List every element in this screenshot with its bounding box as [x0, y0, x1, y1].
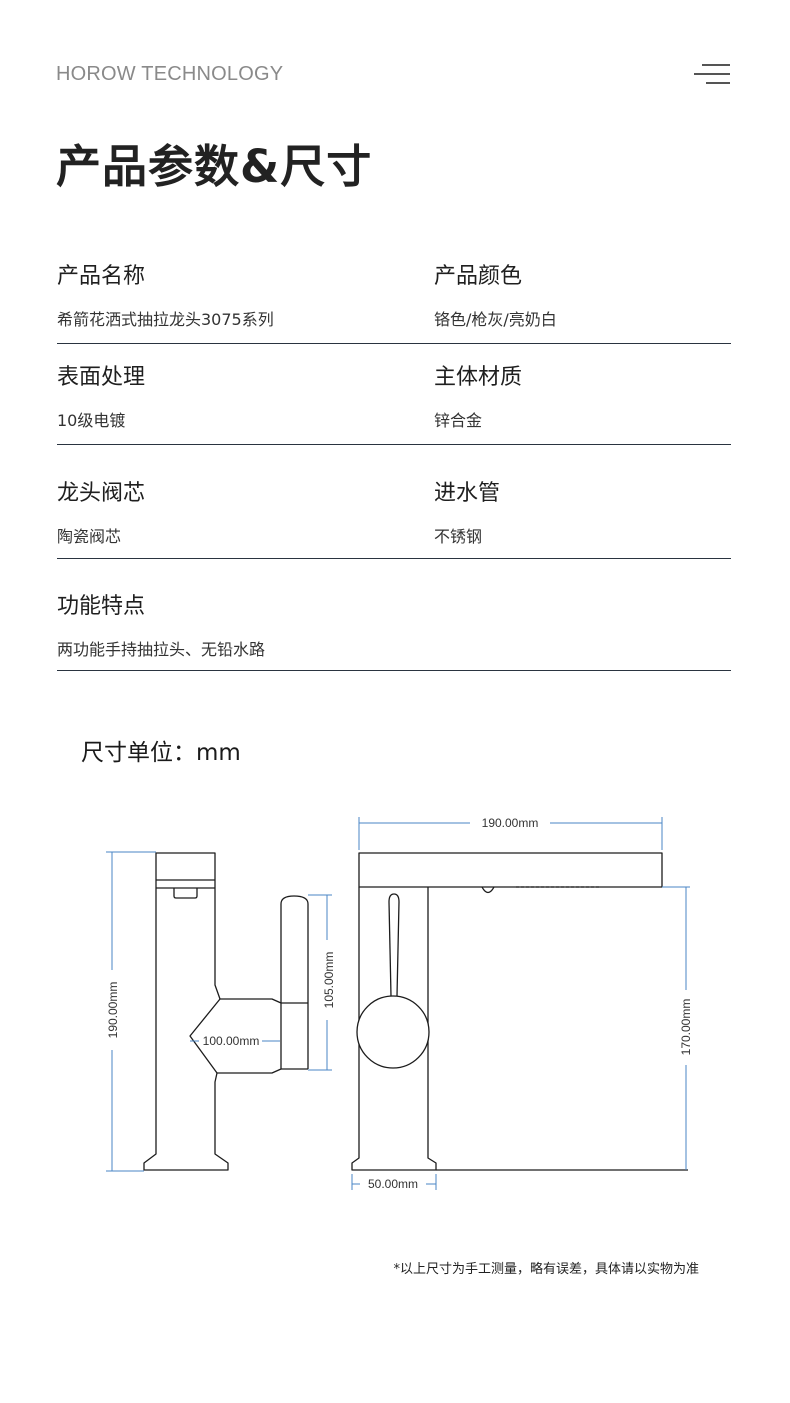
divider	[57, 670, 731, 671]
divider	[57, 343, 731, 344]
spec-value: 陶瓷阀芯	[57, 527, 122, 546]
spec-surface-treatment: 表面处理 10级电镀	[57, 359, 145, 431]
spec-label: 龙头阀芯	[57, 481, 146, 506]
spec-features: 功能特点 两功能手持抽拉头、无铅水路	[57, 588, 265, 660]
spec-value: 两功能手持抽拉头、无铅水路	[57, 640, 266, 659]
spec-product-color: 产品颜色 铬色/枪灰/亮奶白	[434, 258, 557, 330]
spec-body-material: 主体材质 锌合金	[434, 359, 522, 431]
dim-front-height: 170.00mm	[679, 999, 693, 1056]
dim-front-width: 190.00mm	[482, 816, 539, 830]
page-title: 产品参数&尺寸	[56, 140, 373, 193]
spec-label: 表面处理	[57, 365, 146, 390]
spec-value: 希箭花洒式抽拉龙头3075系列	[57, 310, 274, 329]
spec-product-name: 产品名称 希箭花洒式抽拉龙头3075系列	[57, 258, 274, 330]
spec-label: 主体材质	[434, 365, 523, 390]
menu-icon[interactable]	[694, 64, 730, 86]
dimension-unit-label: 尺寸单位：mm	[81, 740, 241, 766]
dim-base-width: 50.00mm	[368, 1177, 418, 1191]
spec-label: 产品颜色	[434, 264, 523, 289]
spec-inlet-pipe: 进水管 不锈钢	[434, 475, 500, 547]
dim-spout-depth: 100.00mm	[203, 1034, 260, 1048]
spec-value: 10级电镀	[57, 411, 126, 430]
divider	[57, 444, 731, 445]
spec-value: 铬色/枪灰/亮奶白	[434, 310, 557, 329]
dim-side-height: 190.00mm	[106, 982, 120, 1039]
spec-valve-core: 龙头阀芯 陶瓷阀芯	[57, 475, 145, 547]
spec-label: 进水管	[434, 481, 501, 506]
divider	[57, 558, 731, 559]
dim-handle-height: 105.00mm	[322, 952, 336, 1009]
measurement-note: *以上尺寸为手工测量，略有误差，具体请以实物为准	[393, 1262, 699, 1277]
front-view-faucet	[351, 852, 688, 1171]
spec-value: 不锈钢	[434, 527, 483, 546]
spec-label: 功能特点	[57, 594, 146, 619]
brand-name: HOROW TECHNOLOGY	[56, 63, 284, 85]
spec-label: 产品名称	[57, 264, 146, 289]
side-view-faucet	[143, 852, 309, 1171]
spec-value: 锌合金	[434, 411, 483, 430]
